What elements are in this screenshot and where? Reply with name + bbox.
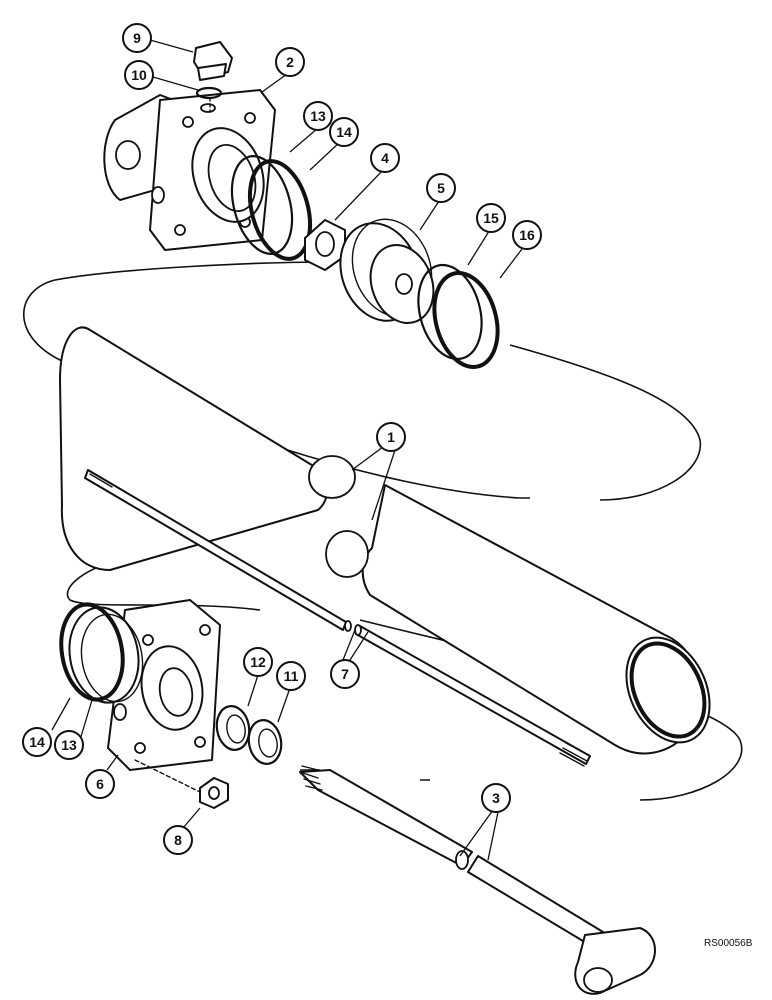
svg-text:5: 5 bbox=[437, 180, 445, 196]
washer-12 bbox=[215, 705, 251, 751]
lower-seal-14 bbox=[59, 602, 125, 702]
callout-9: 9 bbox=[122, 23, 152, 53]
leader-lines bbox=[51, 39, 526, 861]
callout-6: 6 bbox=[85, 769, 115, 799]
callout-2: 2 bbox=[275, 47, 305, 77]
svg-text:13: 13 bbox=[310, 108, 326, 124]
callout-11: 11 bbox=[276, 661, 306, 691]
plug-o-ring bbox=[195, 86, 223, 100]
callout-3: 3 bbox=[481, 783, 511, 813]
callout-8: 8 bbox=[163, 825, 193, 855]
svg-text:14: 14 bbox=[336, 124, 352, 140]
piston-seal-16 bbox=[432, 270, 500, 370]
barrel-tube bbox=[59, 326, 711, 755]
tie-rod-nut bbox=[199, 777, 229, 809]
callout-15: 15 bbox=[476, 203, 506, 233]
svg-text:10: 10 bbox=[131, 67, 147, 83]
callout-12: 12 bbox=[243, 647, 273, 677]
svg-text:11: 11 bbox=[284, 668, 299, 684]
drawing-code: RS00056B bbox=[704, 938, 753, 949]
washer-11 bbox=[247, 719, 283, 765]
svg-text:6: 6 bbox=[96, 776, 104, 792]
svg-text:14: 14 bbox=[29, 734, 45, 750]
lower-kit-outline bbox=[66, 559, 743, 801]
svg-text:12: 12 bbox=[250, 654, 266, 670]
svg-text:9: 9 bbox=[133, 30, 141, 46]
svg-text:2: 2 bbox=[286, 54, 294, 70]
callout-16: 16 bbox=[512, 220, 542, 250]
svg-text:16: 16 bbox=[519, 227, 535, 243]
callout-7: 7 bbox=[330, 659, 360, 689]
svg-text:1: 1 bbox=[387, 429, 395, 445]
upper-seal-14 bbox=[248, 159, 312, 261]
callout-10: 10 bbox=[124, 60, 154, 90]
callout-14-lower: 14 bbox=[22, 727, 52, 757]
callout-5: 5 bbox=[426, 173, 456, 203]
svg-text:8: 8 bbox=[174, 832, 182, 848]
piston bbox=[339, 218, 435, 324]
callout-13-upper: 13 bbox=[303, 101, 333, 131]
tie-rod bbox=[84, 469, 591, 767]
svg-text:15: 15 bbox=[483, 210, 499, 226]
plug bbox=[193, 41, 233, 81]
callout-4: 4 bbox=[370, 143, 400, 173]
svg-text:7: 7 bbox=[341, 666, 349, 682]
upper-kit-outline bbox=[22, 261, 702, 501]
piston-rod bbox=[299, 765, 656, 995]
callout-14-upper: 14 bbox=[329, 117, 359, 147]
lower-head bbox=[68, 599, 221, 771]
svg-text:3: 3 bbox=[492, 790, 500, 806]
svg-text:4: 4 bbox=[381, 150, 389, 166]
svg-text:13: 13 bbox=[61, 737, 77, 753]
callout-1: 1 bbox=[376, 422, 406, 452]
upper-head bbox=[103, 89, 276, 251]
piston-seal-15 bbox=[417, 263, 483, 361]
callout-13-lower: 13 bbox=[54, 730, 84, 760]
